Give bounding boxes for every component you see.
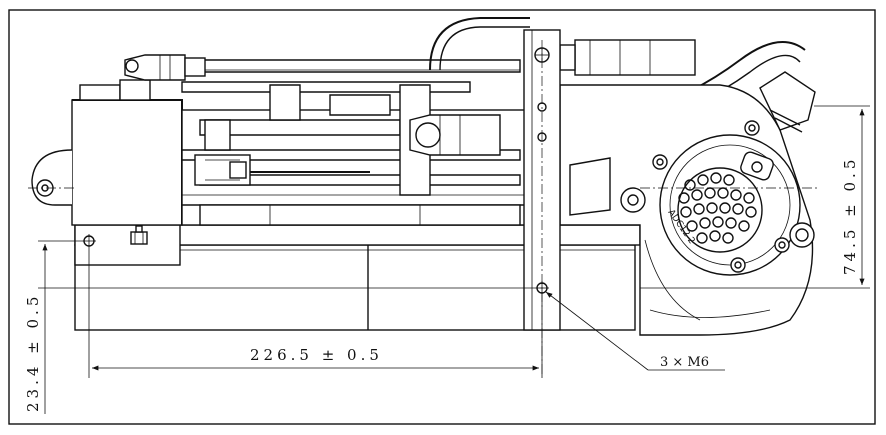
left-height-dimension-label: 23.4 ± 0.5: [24, 293, 42, 412]
right-height-dimension-label: 74.5 ± 0.5: [841, 156, 859, 275]
dimension-width: 226.5 ± 0.5: [88, 248, 543, 378]
elbow-fitting: [759, 71, 816, 131]
valve-block: [71, 99, 183, 226]
connector-latch: [740, 151, 774, 181]
upper-loop-tube: [429, 17, 530, 71]
side-pipe: [31, 149, 73, 206]
screw: [774, 237, 790, 253]
screw: [744, 120, 760, 136]
dimension-left-height: 23.4 ± 0.5: [24, 240, 535, 414]
right-mount-hole: [789, 222, 815, 248]
holes-callout: 3 × M6: [545, 291, 725, 371]
screw: [652, 154, 668, 170]
bolt-head: [130, 231, 148, 245]
assembly-body: ADC12 2: [31, 17, 816, 336]
drawing-frame: [8, 9, 876, 425]
screw: [730, 257, 746, 273]
width-dimension-label: 226.5 ± 0.5: [250, 346, 383, 364]
connector-pins: [678, 172, 757, 244]
connector-face: [659, 134, 801, 276]
holes-callout-label: 3 × M6: [660, 355, 709, 370]
dimension-right-height: 74.5 ± 0.5: [640, 105, 870, 289]
top-right-fitting: [574, 39, 696, 76]
